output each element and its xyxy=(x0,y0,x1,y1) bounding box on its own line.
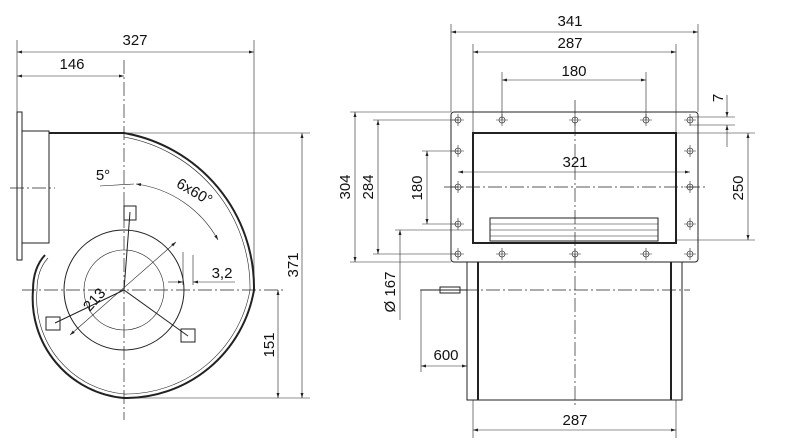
front-view: 341 287 180 321 7 250 304 284 180 Ø 167 … xyxy=(337,13,755,438)
dim-bolt-circle: 213 xyxy=(80,285,109,315)
dim-flange-width: 341 xyxy=(557,13,582,30)
dim-gap: 3,2 xyxy=(212,265,233,282)
dim-motor-diameter: Ø 167 xyxy=(382,272,399,313)
dim-axis-offset: 146 xyxy=(59,56,84,73)
dim-opening-width: 287 xyxy=(557,35,582,52)
hole-crosshair xyxy=(684,114,696,126)
hole-crosshair xyxy=(684,248,696,260)
hole-crosshair xyxy=(684,218,696,230)
hole-crosshair xyxy=(496,248,508,260)
impeller-strip xyxy=(489,217,659,242)
hole-crosshair xyxy=(640,248,652,260)
dim-housing-width: 287 xyxy=(562,412,587,429)
hole-crosshair xyxy=(684,145,696,157)
dim-flange-hole-width: 321 xyxy=(562,154,587,171)
dim-height: 371 xyxy=(285,252,302,277)
outlet-box xyxy=(21,130,50,244)
dim-angle-offset: 5° xyxy=(96,167,110,184)
housing-body xyxy=(466,261,683,401)
mounting-flange xyxy=(16,111,23,261)
dim-overall-width: 327 xyxy=(122,32,147,49)
spider-arms xyxy=(45,205,196,343)
dim-angle-pattern: 6x60° xyxy=(173,175,215,209)
dim-flange-edge: 7 xyxy=(710,94,727,102)
dim-hole-spacing-height: 284 xyxy=(360,174,377,199)
dim-flange-height: 304 xyxy=(337,174,354,199)
dim-opening-height: 250 xyxy=(730,175,747,200)
dim-axis-height: 151 xyxy=(261,332,278,357)
dim-hole-spacing-top: 180 xyxy=(561,63,586,80)
dim-cable-length: 600 xyxy=(433,347,458,364)
side-view: 327 146 371 151 5° 6x60° 3,2 213 xyxy=(10,32,310,420)
dim-hole-spacing-side: 180 xyxy=(409,175,426,200)
outlet-opening xyxy=(472,132,677,244)
